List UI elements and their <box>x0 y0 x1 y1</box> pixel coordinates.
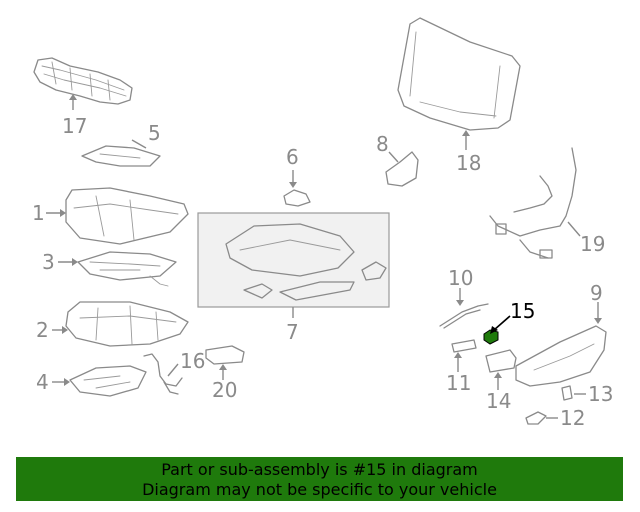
leader-15 <box>493 315 511 331</box>
part-4-drawing <box>69 365 147 397</box>
info-banner: Part or sub-assembly is #15 in diagram D… <box>16 457 623 501</box>
part-10-drawing <box>439 303 489 329</box>
leader-8 <box>388 151 399 163</box>
callout-2: 2 <box>36 318 49 342</box>
callout-13: 13 <box>588 382 613 406</box>
part-12-drawing <box>525 411 547 425</box>
part-18-drawing <box>397 17 521 131</box>
callout-19: 19 <box>580 232 605 256</box>
callout-5: 5 <box>148 121 161 145</box>
leader-19 <box>567 221 581 237</box>
part-8-drawing <box>385 151 419 187</box>
part-1-drawing <box>65 187 189 245</box>
part-19-drawing <box>489 147 577 259</box>
callout-9: 9 <box>590 281 603 305</box>
callout-11: 11 <box>446 371 471 395</box>
callout-12: 12 <box>560 406 585 430</box>
part-14-drawing <box>485 349 517 373</box>
part-9-drawing <box>515 325 607 387</box>
callout-14: 14 <box>486 389 511 413</box>
callout-6: 6 <box>286 145 299 169</box>
part-5-drawing <box>81 145 161 167</box>
part-17-drawing <box>33 57 133 105</box>
part-15-drawing <box>483 329 499 345</box>
callout-15: 15 <box>510 299 535 323</box>
parts-diagram: 17 5 1 3 2 4 16 <box>32 17 613 430</box>
callout-4: 4 <box>36 370 49 394</box>
part-13-drawing <box>561 385 573 401</box>
callout-1: 1 <box>32 201 45 225</box>
part-7-box <box>197 212 390 308</box>
callout-20: 20 <box>212 378 237 402</box>
banner-line-2: Diagram may not be specific to your vehi… <box>142 480 497 499</box>
callout-18: 18 <box>456 151 481 175</box>
part-20-drawing <box>205 345 245 365</box>
callout-7: 7 <box>286 320 299 344</box>
part-11-drawing <box>451 339 477 353</box>
callout-3: 3 <box>42 250 55 274</box>
leader-16 <box>167 363 179 377</box>
part-2-drawing <box>65 301 189 347</box>
callout-17: 17 <box>62 114 87 138</box>
part-3-drawing <box>77 251 177 287</box>
part-6-drawing <box>283 189 311 207</box>
leader-5 <box>131 139 147 149</box>
banner-line-1: Part or sub-assembly is #15 in diagram <box>161 460 478 479</box>
part-7-drawing <box>225 223 387 301</box>
callout-8: 8 <box>376 132 389 156</box>
callout-10: 10 <box>448 266 473 290</box>
part-16-drawing <box>143 353 183 395</box>
callout-16: 16 <box>180 349 205 373</box>
